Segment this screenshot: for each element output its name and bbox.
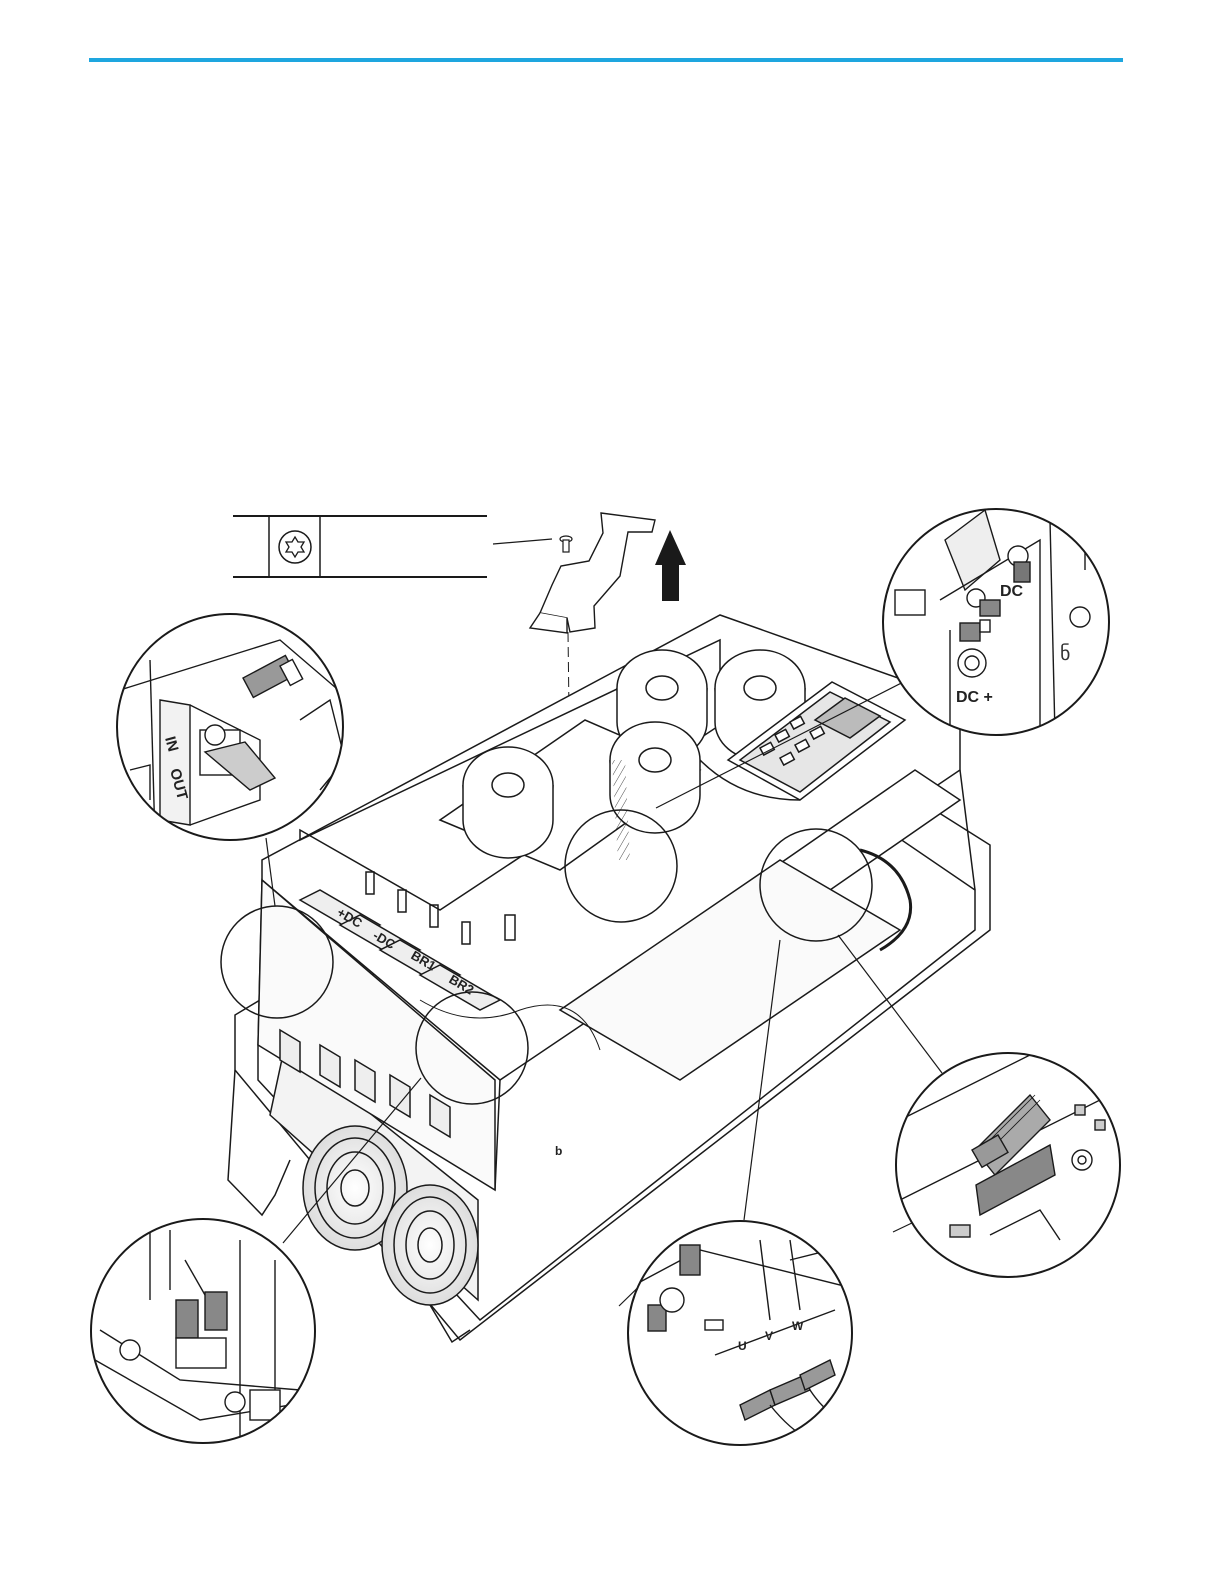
removed-bracket [530,513,655,633]
detail-fan-connector [90,1218,320,1448]
lift-arrow-icon [655,530,686,601]
detail-ribbon-connector [895,1010,1125,1280]
chassis-mark: b [555,1144,562,1158]
screw-callout-table [233,516,552,577]
detail-in-out-connector: IN OUT [110,610,350,850]
dc-label: DC [1000,583,1024,600]
svg-text:ნ: ნ [1060,643,1070,665]
phase-u-label: U [738,1339,747,1353]
phase-w-label: W [792,1319,804,1333]
torx-screw-icon [279,531,311,563]
phase-v-label: V [765,1329,773,1343]
detail-uvw-terminals: U V W [625,1218,860,1450]
dc-plus-label: DC + [956,689,993,706]
bracket-screw [560,536,572,552]
